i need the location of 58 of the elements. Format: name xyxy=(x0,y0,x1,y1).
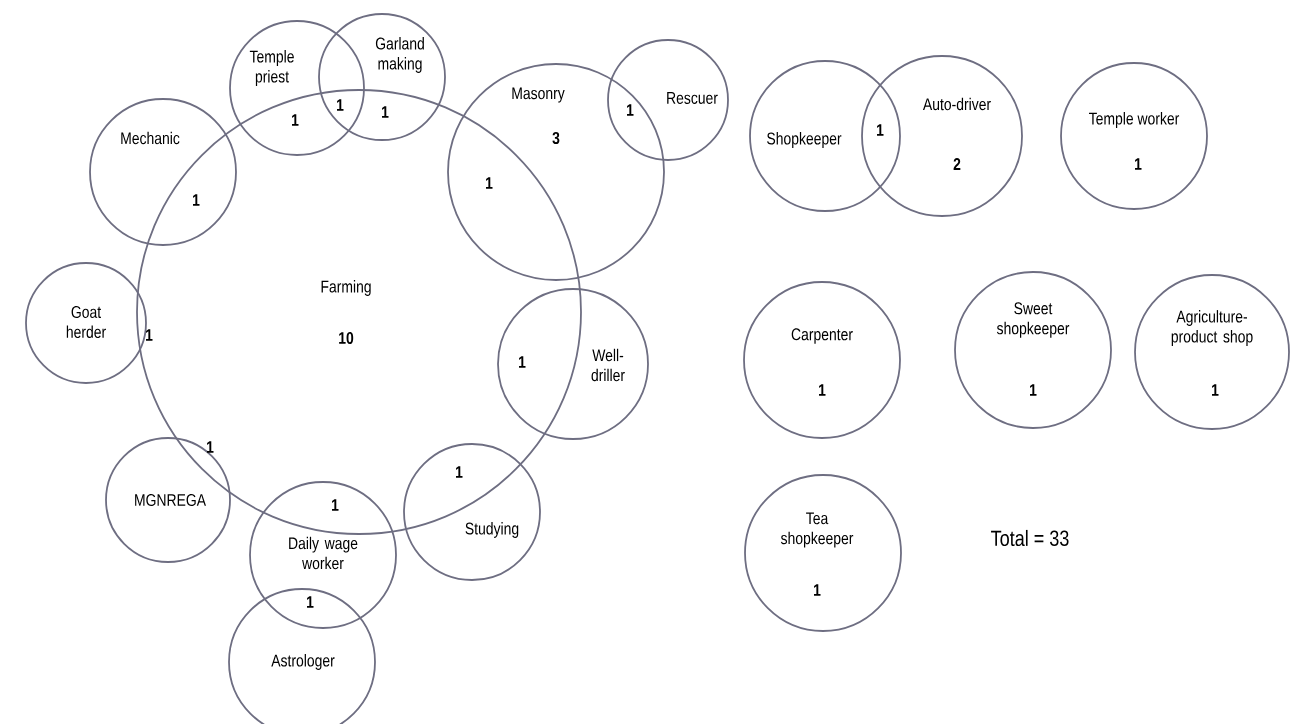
overlap-count: 1 xyxy=(627,104,634,116)
circle-label: Mechanic xyxy=(121,131,180,145)
circle-label: Rescuer xyxy=(667,92,718,104)
overlap-count: 1 xyxy=(292,114,299,126)
circle-label: Tea shopkeeper xyxy=(780,512,854,548)
circle-label: Garland making xyxy=(375,37,424,73)
overlap-count: 1 xyxy=(146,329,153,341)
circle-label: MGNREGA xyxy=(135,494,206,507)
circle xyxy=(1134,274,1290,430)
circle xyxy=(105,437,231,563)
circle xyxy=(607,39,729,161)
count-number: 1 xyxy=(1135,158,1142,170)
overlap-count: 1 xyxy=(519,356,526,368)
overlap-count: 1 xyxy=(486,177,493,189)
count-number: 10 xyxy=(339,332,354,345)
circle-label: Auto-driver xyxy=(922,97,991,111)
circle xyxy=(249,481,397,629)
circle xyxy=(318,13,446,141)
circle xyxy=(749,60,901,212)
circle xyxy=(861,55,1023,217)
circle-label: Daily wage worker xyxy=(289,536,358,570)
overlap-count: 1 xyxy=(456,466,463,478)
count-number: 1 xyxy=(1030,384,1037,396)
circle-label: Goat herder xyxy=(66,306,106,339)
circle-label: Sweet shopkeeper xyxy=(996,302,1070,338)
circle xyxy=(403,443,541,581)
circle-label: Carpenter xyxy=(791,328,853,344)
count-number: 2 xyxy=(953,158,961,170)
total-label: Total = 33 xyxy=(991,529,1069,547)
circle-label: Astrologer xyxy=(271,654,335,670)
count-number: 3 xyxy=(552,131,560,145)
circle xyxy=(1060,62,1208,210)
circle xyxy=(89,98,237,246)
overlap-count: 1 xyxy=(193,194,200,206)
circle xyxy=(497,288,649,440)
overlap-count: 1 xyxy=(307,596,314,608)
circle-label: Masonry xyxy=(512,87,565,103)
circle xyxy=(447,63,665,281)
circle-label: Shopkeeper xyxy=(767,132,842,148)
overlap-count: 1 xyxy=(382,106,389,118)
count-number: 1 xyxy=(814,584,821,596)
circle-label: Studying xyxy=(465,522,519,538)
circle-label: Temple priest xyxy=(249,50,294,86)
circle xyxy=(743,281,901,439)
circle-label: Farming xyxy=(321,280,371,296)
circle xyxy=(229,20,365,156)
circle xyxy=(25,262,147,384)
count-number: 1 xyxy=(819,384,826,396)
count-number: 1 xyxy=(1212,384,1219,396)
overlap-count: 1 xyxy=(337,99,344,111)
circle-label: Agriculture-product shop xyxy=(1171,310,1253,346)
overlap-count: 1 xyxy=(207,441,214,453)
circle xyxy=(954,271,1112,429)
overlap-count: 1 xyxy=(332,499,339,511)
overlap-count: 1 xyxy=(877,124,884,136)
circle-label: Well-driller xyxy=(591,348,625,382)
circle-label: Temple worker xyxy=(1089,112,1180,128)
circle xyxy=(744,474,902,632)
